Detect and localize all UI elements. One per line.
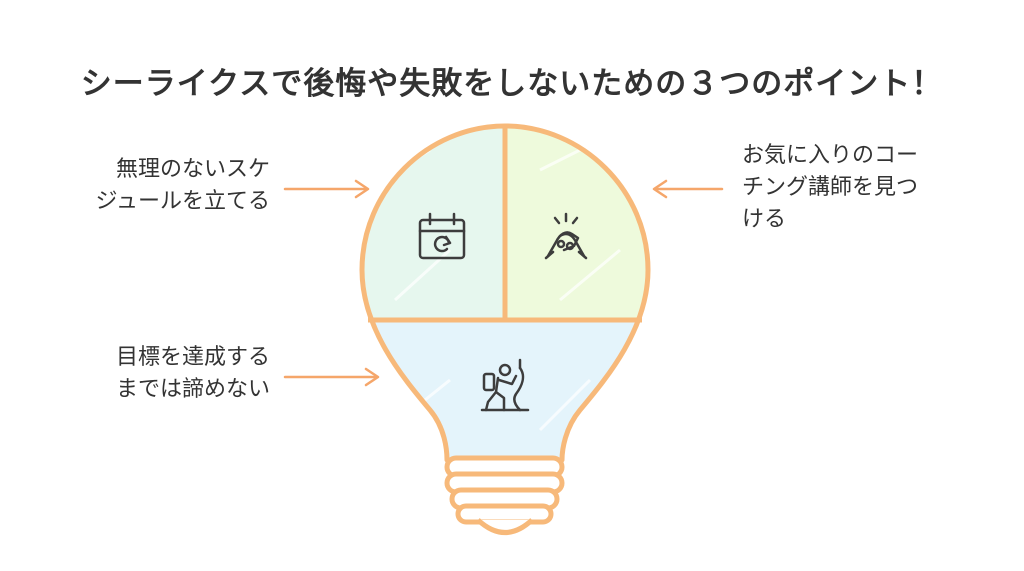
arrow-schedule — [283, 179, 370, 199]
bulb-base — [444, 455, 565, 535]
arrow-coach — [652, 179, 724, 199]
point-label-line: までは諦めない — [115, 377, 270, 402]
point-label-line: ジュールを立てる — [95, 189, 270, 214]
point-label-line: ける — [742, 207, 787, 232]
handshake-icon — [544, 212, 588, 260]
calendar-icon — [418, 212, 466, 260]
point-label-line: チング講師を見つ — [742, 175, 919, 200]
arrow-goal — [283, 367, 380, 387]
point-label-schedule: 無理のないスケ ジュールを立てる — [40, 154, 270, 218]
point-label-goal: 目標を達成する までは諦めない — [40, 342, 270, 406]
point-label-line: 無理のないスケ — [115, 157, 270, 182]
point-label-line: 目標を達成する — [115, 345, 270, 370]
point-label-coach: お気に入りのコー チング講師を見つ ける — [742, 140, 972, 236]
climber-icon — [480, 358, 530, 412]
segment-goal — [362, 320, 648, 460]
diagram-title: シーライクスで後悔や失敗をしないための３つのポイント！ — [80, 66, 944, 102]
point-label-line: お気に入りのコー — [742, 143, 919, 168]
